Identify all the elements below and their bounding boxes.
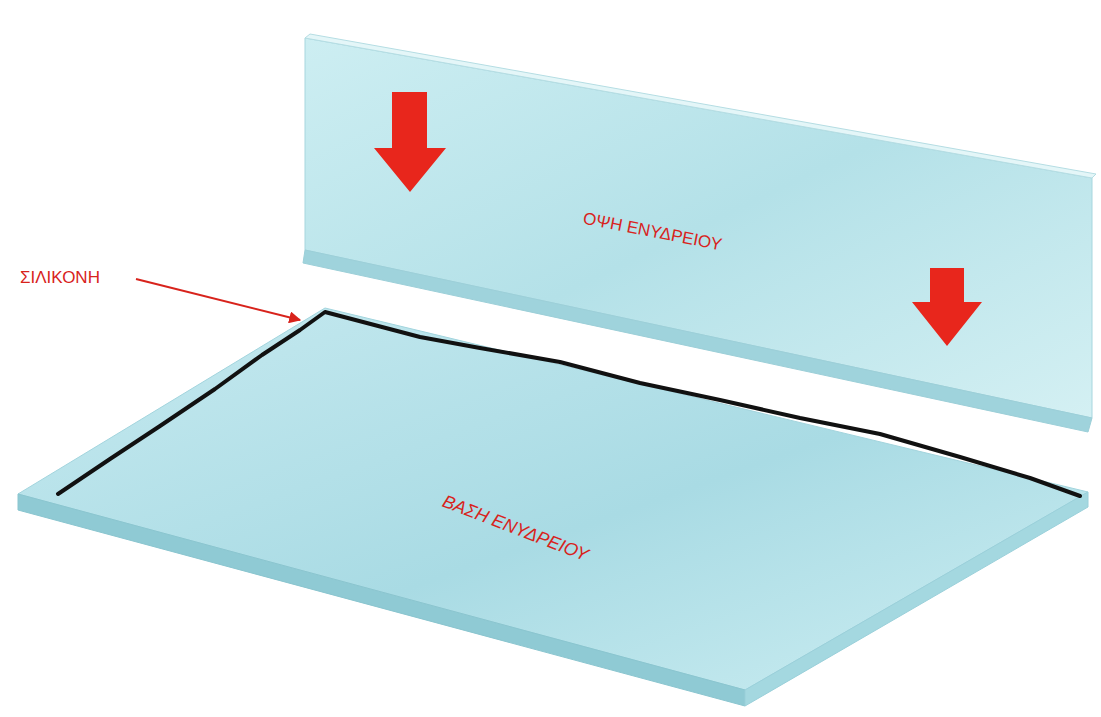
silicone-bead xyxy=(58,312,1080,496)
base-side-edge xyxy=(745,492,1088,706)
down-arrow xyxy=(374,92,446,192)
base-glass-plate xyxy=(18,308,1088,706)
callout-label-holder: ΣΙΛΙΚΟΝΗ xyxy=(20,268,100,288)
base-top-face xyxy=(18,308,1088,690)
down-arrow xyxy=(912,268,982,346)
leader-arrow xyxy=(136,279,300,320)
callout-label: ΣΙΛΙΚΟΝΗ xyxy=(20,268,100,288)
base-front-edge xyxy=(18,494,745,706)
